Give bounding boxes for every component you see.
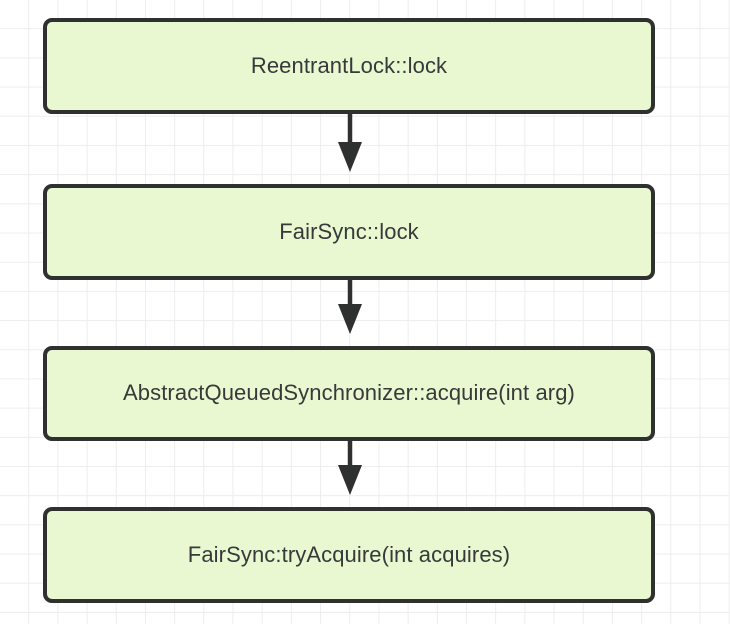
node-abstractqueuedsynchronizer-acquire[interactable]: AbstractQueuedSynchronizer::acquire(int … <box>43 346 655 441</box>
node-reentrantlock-lock[interactable]: ReentrantLock::lock <box>43 18 655 114</box>
node-fairsync-tryacquire[interactable]: FairSync:tryAcquire(int acquires) <box>43 507 655 603</box>
node-fairsync-lock[interactable]: FairSync::lock <box>43 184 655 280</box>
node-label: ReentrantLock::lock <box>250 52 448 78</box>
node-label: FairSync::lock <box>279 218 419 244</box>
node-label: AbstractQueuedSynchronizer::acquire(int … <box>123 380 575 406</box>
node-label: FairSync:tryAcquire(int acquires) <box>187 541 511 567</box>
